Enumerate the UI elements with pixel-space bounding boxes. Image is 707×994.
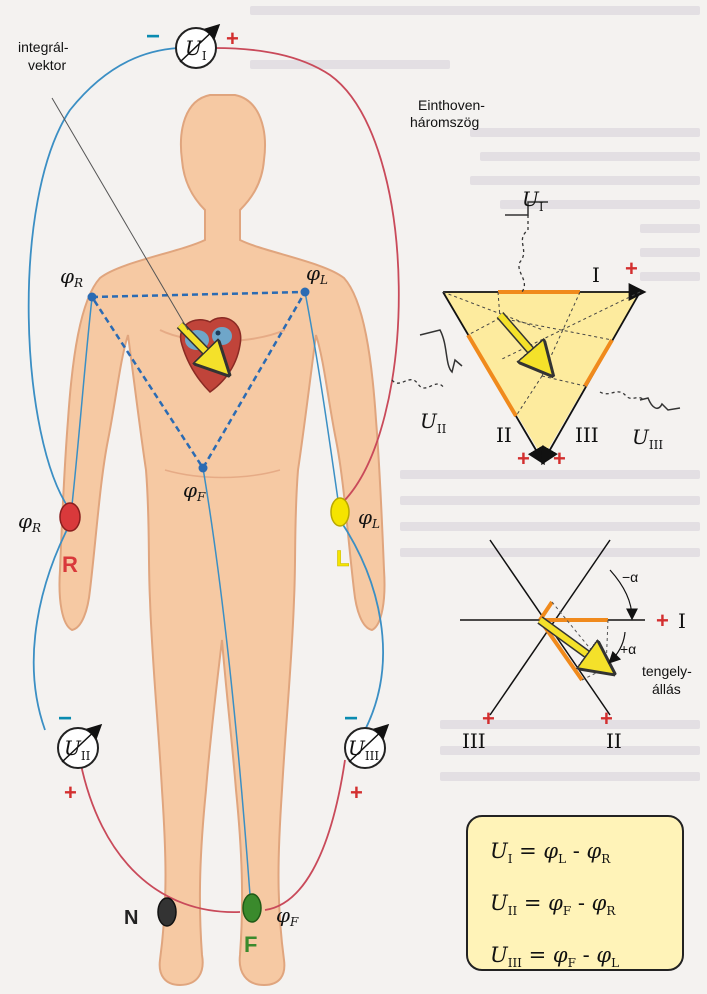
phi-R-wrist: φR <box>18 509 41 535</box>
svg-text:UIII: UIII <box>632 425 663 452</box>
meter-U3-minus: − <box>344 705 358 732</box>
svg-text:UII: UII <box>420 409 447 436</box>
formula-box: UI = φL - φR UII = φF - φR UIII = φF - φ… <box>466 815 684 971</box>
axis-position-label-1: tengely- <box>642 663 692 679</box>
node-F <box>199 464 208 473</box>
electrode-R-letter: R <box>62 552 78 577</box>
meter-U3: UIII − + <box>344 705 387 805</box>
lead-III-label: III <box>575 423 599 447</box>
svg-text:φR: φR <box>18 509 41 535</box>
meter-U1: UI − + <box>146 23 239 68</box>
electrode-F-letter: F <box>244 932 257 957</box>
integral-vector-label-2: vektor <box>28 57 66 73</box>
electrode-L <box>331 498 349 526</box>
trace-U2-label: UII <box>420 409 447 436</box>
triangle-plus-III: + <box>553 446 566 471</box>
formula-U1: UI = φL - φR <box>490 829 682 881</box>
pos-alpha-label: +α <box>620 641 636 657</box>
trace-U3-label: UIII <box>632 425 663 452</box>
svg-text:UI: UI <box>522 187 544 214</box>
star-label-II: II <box>606 729 622 753</box>
node-R <box>88 293 97 302</box>
axis-star <box>460 540 645 715</box>
meter-U3-plus: + <box>350 780 363 805</box>
electrode-N <box>158 898 176 926</box>
lead-II-label: II <box>496 423 512 447</box>
axis-position-label-2: állás <box>652 681 681 697</box>
electrode-R <box>60 503 80 531</box>
meter-U1-minus: − <box>146 23 160 50</box>
trace-U1-label: UI <box>522 187 544 214</box>
star-plus-II: + <box>600 706 613 731</box>
star-label-I: I <box>678 609 686 633</box>
lead-I-label: I <box>592 263 600 287</box>
triangle-plus-II: + <box>517 446 530 471</box>
einthoven-triangle <box>443 292 643 462</box>
einthoven-label-2: háromszög <box>410 114 479 130</box>
meter-U2-minus: − <box>58 705 72 732</box>
neg-alpha-label: −α <box>622 569 638 585</box>
electrode-L-letter: L <box>336 546 349 571</box>
integral-vector-label-1: integrál- <box>18 39 69 55</box>
einthoven-label-1: Einthoven- <box>418 97 485 113</box>
star-plus-III: + <box>482 706 495 731</box>
meter-U1-plus: + <box>226 26 239 51</box>
formula-U2: UII = φF - φR <box>490 881 682 933</box>
svg-text:φR: φR <box>60 264 83 290</box>
triangle-plus-I: + <box>625 256 638 281</box>
svg-text:φL: φL <box>306 261 328 287</box>
meter-U2: UII − + <box>58 705 100 805</box>
phi-F-ankle: φF <box>276 903 299 929</box>
human-body <box>60 95 385 985</box>
star-plus-I: + <box>656 608 669 633</box>
node-L <box>301 288 310 297</box>
meter-U2-plus: + <box>64 780 77 805</box>
electrode-F <box>243 894 261 922</box>
phi-L-upper: φL <box>306 261 328 287</box>
electrode-N-letter: N <box>124 907 138 929</box>
star-label-III: III <box>462 729 486 753</box>
phi-R-upper: φR <box>60 264 83 290</box>
svg-text:φF: φF <box>276 903 299 929</box>
formula-U3: UIII = φF - φL <box>490 933 682 985</box>
